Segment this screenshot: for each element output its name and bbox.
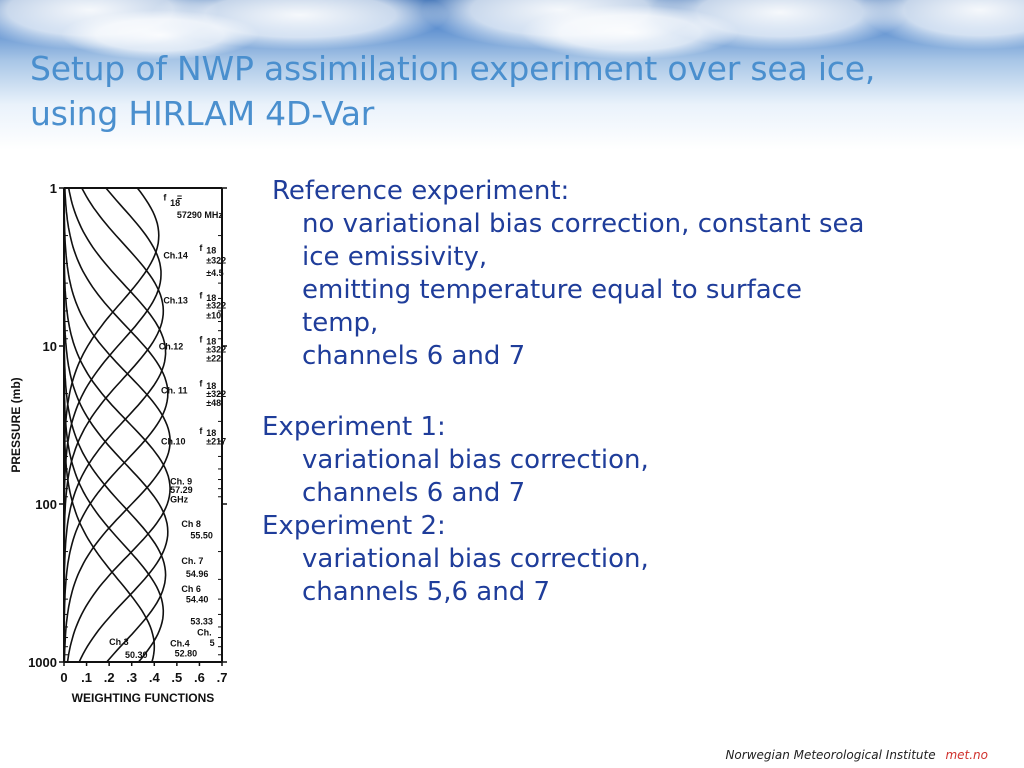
reference-experiment-line: temp, [302, 308, 379, 338]
experiment-1-line: variational bias correction, [302, 445, 649, 475]
channel-annotation: 52.80 [175, 648, 198, 658]
y-tick-label: 1 [50, 181, 57, 196]
channel-annotation: ±217 [206, 436, 226, 446]
channel-annotation: ±10 [206, 311, 221, 321]
channel-annotation: 53.33 [190, 617, 213, 627]
channel-annotation: f [199, 243, 203, 253]
reference-experiment-line: channels 6 and 7 [302, 341, 526, 371]
reference-experiment-line: no variational bias correction, constant… [302, 209, 865, 239]
reference-experiment-line: emitting temperature equal to surface [302, 275, 802, 305]
channel-annotation: ±322 [206, 389, 226, 399]
channel-annotation: f [199, 426, 203, 436]
footer-institute: Norwegian Meteorological Institute [725, 748, 936, 762]
channel-annotation: Ch. 7 [181, 556, 203, 566]
channel-annotation: Ch. [197, 628, 212, 638]
channel-annotation: = [177, 193, 182, 203]
channel-annotation: ±322 [206, 301, 226, 311]
channel-annotation: ±4.5 [206, 268, 223, 278]
y-tick-label: 1000 [28, 655, 57, 670]
channel-annotation: Ch 8 [181, 519, 201, 529]
channel-annotation: 5 [210, 638, 215, 648]
channel-annotation: ±322 [206, 345, 226, 355]
weighting-function-curve [63, 188, 165, 663]
experiment-list: Reference experiment: no variational bia… [262, 175, 1002, 609]
y-tick-label: 100 [35, 497, 57, 512]
weighting-function-curve [63, 188, 171, 663]
experiment-2-line: channels 5,6 and 7 [302, 577, 551, 607]
channel-annotation: f [163, 193, 167, 203]
weighting-function-curve [63, 188, 171, 663]
x-tick-label: .6 [194, 670, 205, 685]
sky-banner [0, 0, 1024, 150]
channel-annotation: 18 [206, 293, 216, 303]
experiment-1-heading: Experiment 1: [262, 412, 446, 442]
experiment-1-line: channels 6 and 7 [302, 478, 526, 508]
channel-annotation: f [199, 378, 203, 388]
x-tick-label: .4 [149, 670, 161, 685]
y-axis-label: PRESSURE (mb) [9, 377, 23, 472]
channel-annotation: Ch. 11 [161, 386, 188, 396]
weighting-function-curve [63, 187, 160, 662]
footer: Norwegian Meteorological Institute met.n… [725, 748, 988, 762]
channel-annotation: Ch.12 [159, 341, 184, 351]
reference-experiment-heading: Reference experiment: [272, 176, 570, 206]
channel-annotation: 54.40 [186, 594, 209, 604]
channel-annotation: 18 [170, 198, 180, 208]
channel-annotation: 55.50 [190, 530, 213, 540]
y-tick-label: 10 [43, 339, 57, 354]
x-tick-label: .1 [81, 670, 92, 685]
experiment-2-line: variational bias correction, [302, 544, 649, 574]
channel-annotation: ±322 [206, 255, 226, 265]
channel-annotation: 50.30 [125, 650, 148, 660]
weighting-function-curve [63, 187, 167, 662]
channel-annotation: f [199, 290, 203, 300]
weighting-function-curve [63, 188, 167, 663]
x-tick-label: .7 [217, 670, 228, 685]
channel-annotation: Ch.14 [163, 251, 188, 261]
x-tick-label: .3 [126, 670, 137, 685]
channel-annotation: ±22 [206, 353, 221, 363]
channel-annotation: 57.29 [170, 485, 193, 495]
reference-experiment-line: ice emissivity, [302, 242, 488, 272]
channel-annotation: f [199, 334, 203, 344]
experiment-2-heading: Experiment 2: [262, 511, 446, 541]
channel-annotation: GHz [170, 495, 189, 505]
weighting-function-curve [63, 187, 169, 662]
channel-annotation: ±48 [206, 398, 221, 408]
x-tick-label: .2 [104, 670, 115, 685]
channel-annotation: Ch 6 [181, 584, 201, 594]
channel-annotation: 18 [206, 428, 216, 438]
footer-brand: met.no [945, 748, 988, 762]
channel-annotation: 18 [206, 337, 216, 347]
channel-annotation: 54.96 [186, 569, 209, 579]
x-tick-label: 0 [60, 670, 67, 685]
x-axis-label: WEIGHTING FUNCTIONS [72, 691, 215, 705]
channel-annotation: Ch.4 [170, 639, 190, 649]
channel-annotation: 18 [206, 381, 216, 391]
channel-annotation: Ch.13 [163, 296, 188, 306]
weighting-function-curve [63, 187, 165, 662]
weighting-function-curve [63, 187, 162, 662]
channel-annotation: Ch.10 [161, 436, 186, 446]
channel-annotation: Ch. 9 [170, 476, 192, 486]
channel-annotation: Ch.3 [109, 637, 129, 647]
weighting-function-curve [63, 188, 156, 663]
slide-title: Setup of NWP assimilation experiment ove… [30, 49, 876, 133]
channel-annotation: 18 [206, 246, 216, 256]
x-tick-label: .5 [171, 670, 182, 685]
channel-annotation: 57290 MHz [177, 210, 224, 220]
